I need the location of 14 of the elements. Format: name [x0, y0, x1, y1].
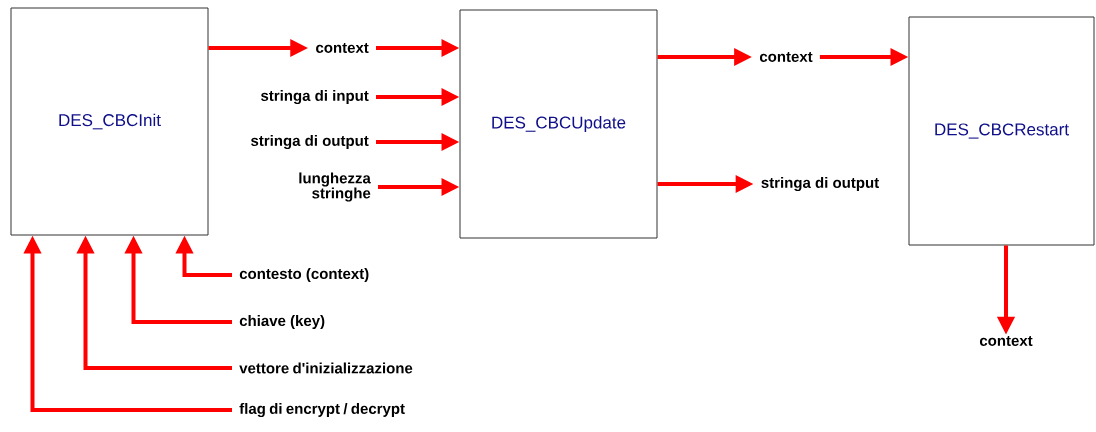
parameter-label: context [979, 336, 1033, 346]
parameter-label: vettore d'inizializzazione [239, 362, 413, 374]
parameter-label: contesto (context) [239, 268, 369, 282]
parameter-label: chiave (key) [239, 315, 325, 329]
parameter-label: flag di encrypt / decrypt [239, 403, 405, 417]
function-box: DES_CBCInit [10, 7, 209, 236]
function-box: DES_CBCRestart [908, 16, 1095, 246]
parameter-label: lunghezza stringhe [299, 172, 371, 202]
parameter-label: context [316, 43, 369, 53]
parameter-label: context [759, 52, 813, 62]
parameter-label: stringa di output [251, 135, 369, 149]
parameter-label: stringa di input [261, 89, 369, 104]
function-box: DES_CBCUpdate [459, 9, 658, 239]
parameter-label: stringa di output [761, 177, 879, 191]
